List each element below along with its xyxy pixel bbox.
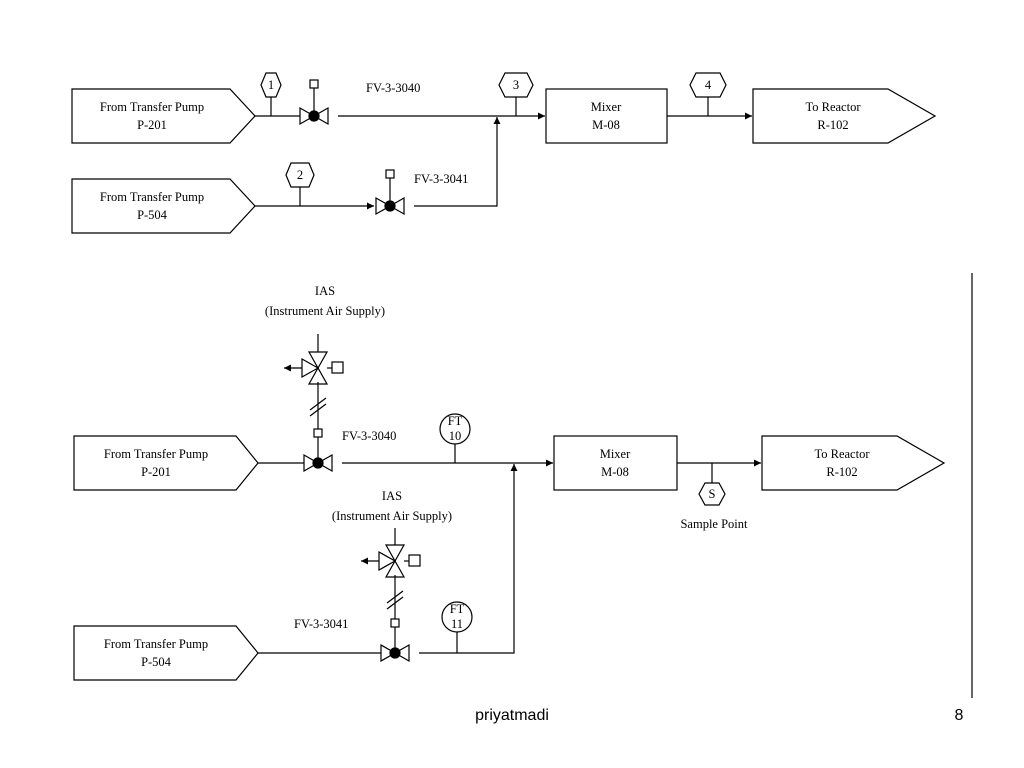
reactor-2-label-2: R-102 <box>826 465 857 479</box>
sample-point-tag <box>698 482 726 506</box>
mixer-m08-box-2 <box>553 435 678 491</box>
sample-point-label: Sample Point <box>680 517 748 531</box>
reactor-label-2: R-102 <box>817 118 848 132</box>
source-p201-label-1: From Transfer Pump <box>100 100 204 114</box>
sample-point-symbol: S <box>709 487 716 501</box>
mixer-m08-box <box>545 88 668 144</box>
source-p201-label-2: P-201 <box>137 118 167 132</box>
ft10-label-2: 10 <box>449 429 462 443</box>
control-valve-fv-3-3040 <box>299 79 329 126</box>
source-p504-box-2 <box>73 625 259 681</box>
source-p504-2-label-2: P-504 <box>141 655 172 669</box>
source-p504-2-label-1: From Transfer Pump <box>104 637 208 651</box>
line-2b <box>414 117 501 207</box>
ias-1-label-1: IAS <box>315 284 335 298</box>
flow-transmitter-ft11 <box>441 601 473 633</box>
source-p504-label-2: P-504 <box>137 208 168 222</box>
mixer-label-1: Mixer <box>591 100 622 114</box>
ft10-label-1: FT <box>448 414 463 428</box>
stream-tag-4 <box>689 72 727 98</box>
reactor-r102-box-2 <box>761 435 946 491</box>
valve-tag-fv-3-3040: FV-3-3040 <box>366 81 420 95</box>
valve-tag-fv-3-3041: FV-3-3041 <box>414 172 468 186</box>
stream-tag-3 <box>498 72 534 98</box>
source-p201-box-2 <box>73 435 259 491</box>
diagram-1 <box>71 72 937 234</box>
reactor-label-1: To Reactor <box>805 100 861 114</box>
solenoid-valve-1 <box>284 334 344 385</box>
source-p201-2-label-2: P-201 <box>141 465 171 479</box>
source-p201-2-label-1: From Transfer Pump <box>104 447 208 461</box>
reactor-r102-box <box>752 88 937 144</box>
stream-tag-2-label: 2 <box>297 168 303 182</box>
ias-1-label-2: (Instrument Air Supply) <box>265 304 385 318</box>
stream-tag-1 <box>260 72 282 98</box>
footer-author: priyatmadi <box>475 707 549 724</box>
ft11-label-2: 11 <box>451 617 463 631</box>
mixer-2-label-1: Mixer <box>600 447 631 461</box>
ias-2-label-1: IAS <box>382 489 402 503</box>
stream-tag-3-label: 3 <box>513 78 519 92</box>
source-p504-label-1: From Transfer Pump <box>100 190 204 204</box>
source-p201-box <box>71 88 256 144</box>
source-p504-box <box>71 178 256 234</box>
mixer-2-label-2: M-08 <box>601 465 629 479</box>
valve-tag-fv-3-3041-2: FV-3-3041 <box>294 617 348 631</box>
solenoid-valve-2 <box>361 528 421 578</box>
ias-2-label-2: (Instrument Air Supply) <box>332 509 452 523</box>
diagram-2 <box>73 273 973 698</box>
stream-tag-1-label: 1 <box>268 78 274 92</box>
reactor-2-label-1: To Reactor <box>814 447 870 461</box>
stream-tag-4-label: 4 <box>705 78 712 92</box>
ft11-label-1: FT <box>450 602 465 616</box>
control-valve-fv-3-3041 <box>375 169 405 216</box>
page-number: 8 <box>954 707 964 724</box>
flow-transmitter-ft10 <box>439 413 471 445</box>
stream-tag-2 <box>285 162 315 188</box>
mixer-label-2: M-08 <box>592 118 620 132</box>
control-valve-fv-3-3040-2 <box>303 382 333 473</box>
control-valve-fv-3-3041-2 <box>380 575 410 663</box>
valve-tag-fv-3-3040-2: FV-3-3040 <box>342 429 396 443</box>
